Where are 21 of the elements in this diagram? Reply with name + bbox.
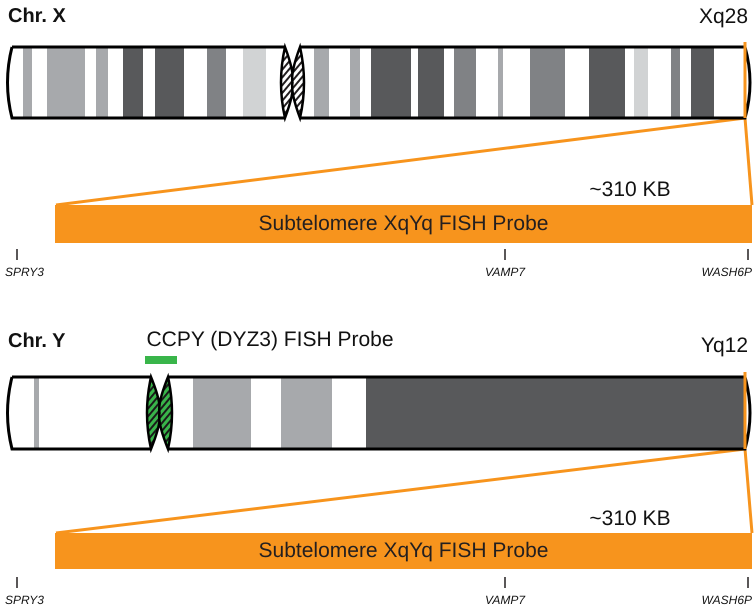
chromosome-label: Chr. Y: [8, 331, 66, 351]
gene-label: SPRY3: [5, 266, 44, 278]
zoom-line: [56, 116, 746, 206]
chromosome-drawing: [6, 372, 752, 450]
probe-bar: Subtelomere XqYq FISH Probe: [55, 205, 752, 243]
gene-label: SPRY3: [5, 594, 44, 606]
zoom-line: [56, 448, 746, 534]
gene-label: WASH6P: [702, 266, 752, 278]
probe-bar: Subtelomere XqYq FISH Probe: [55, 533, 752, 569]
chromosome-drawing: [6, 42, 752, 120]
gene-label: VAMP7: [484, 266, 526, 278]
gene-label: VAMP7: [484, 594, 526, 606]
zoom-line: [744, 448, 754, 534]
size-label: ~310 KB: [589, 179, 671, 200]
size-label: ~310 KB: [589, 508, 671, 529]
band-label: Yq12: [700, 335, 748, 356]
probe-label: CCPY (DYZ3) FISH Probe: [146, 329, 394, 350]
chromosome-label: Chr. X: [8, 6, 66, 26]
band-label: Xq28: [698, 6, 748, 27]
zoom-line: [744, 118, 754, 206]
gene-label: WASH6P: [702, 594, 752, 606]
